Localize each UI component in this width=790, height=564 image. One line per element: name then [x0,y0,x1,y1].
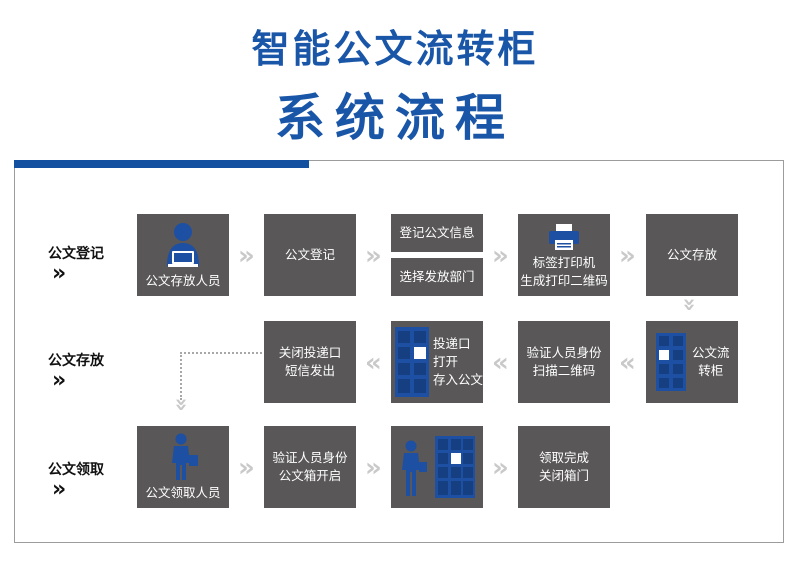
arrow-right-4: » [619,241,636,271]
box-open-slot: 投递口 打开 存入公文 [391,321,483,403]
box-open-slot-line3: 存入公文 [433,372,484,388]
box-label-printer: 标签打印机 生成打印二维码 [518,214,610,296]
arrow-right-7: » [492,453,509,483]
arrow-right-3: » [492,241,509,271]
arrow-down-2: » [168,397,194,412]
box-depositor: 公文存放人员 [137,214,229,296]
arrow-right-6: » [365,453,382,483]
arrow-left-1: « [365,348,382,378]
title-line-2: 系统流程 [275,89,515,147]
person-icon [172,433,198,480]
row-label-register: 公文登记 [48,246,104,262]
box-verify-open-line2: 公文箱开启 [278,468,342,483]
box-cabinet: 公文流 转柜 [646,321,738,403]
connector-line-vertical [180,352,182,400]
cabinet-icon [395,327,429,397]
box-open-slot-line1: 投递口 [433,335,471,351]
arrow-right-5: » [238,453,255,483]
box-register-info: 登记公文信息 [391,214,483,252]
arrow-left-2: « [492,348,509,378]
box-store-document-label: 公文存放 [666,246,717,262]
box-cabinet-line2: 转柜 [698,363,724,378]
box-complete-line1: 领取完成 [538,449,589,465]
box-label-printer-line2: 生成打印二维码 [520,272,608,288]
person-laptop-icon [167,222,199,267]
row-label-collect: 公文领取 [48,462,104,478]
box-store-document: 公文存放 [646,214,738,296]
box-cabinet-line1: 公文流 [692,344,730,360]
box-person-cabinet [391,426,483,508]
box-label-printer-line1: 标签打印机 [532,254,596,270]
arrow-right-2: » [365,241,382,271]
box-register-label: 公文登记 [284,246,335,262]
box-verify-open: 验证人员身份 公文箱开启 [264,426,356,508]
box-open-slot-line2: 打开 [433,353,459,369]
printer-icon [549,223,579,250]
row-chevron-register: » [52,261,67,286]
box-collector: 公文领取人员 [137,426,229,508]
accent-bar [14,160,309,168]
box-collector-label: 公文领取人员 [145,484,221,500]
box-close-slot-line2: 短信发出 [284,363,335,378]
arrow-down-1: » [676,297,702,312]
arrow-left-3: « [619,348,636,378]
box-scan-qr-line2: 扫描二维码 [532,363,596,378]
title-line-1: 智能公文流转柜 [251,27,539,71]
row-label-store: 公文存放 [48,353,104,369]
person-cabinet-icon [402,436,475,498]
box-close-slot: 关闭投递口 短信发出 [264,321,356,403]
box-register: 公文登记 [264,214,356,296]
connector-line-horizontal [180,352,262,354]
row-chevron-collect: » [52,477,67,502]
box-scan-qr-line1: 验证人员身份 [526,344,602,360]
box-complete: 领取完成 关闭箱门 [518,426,610,508]
box-depositor-label: 公文存放人员 [145,272,221,288]
box-complete-line2: 关闭箱门 [538,468,589,483]
box-scan-qr: 验证人员身份 扫描二维码 [518,321,610,403]
box-select-department: 选择发放部门 [391,258,483,296]
cabinet-icon [656,333,686,391]
box-close-slot-line1: 关闭投递口 [278,344,342,360]
box-verify-open-line1: 验证人员身份 [272,449,348,465]
row-chevron-store: » [52,368,67,393]
arrow-right-1: » [238,241,255,271]
box-register-info-label: 登记公文信息 [399,224,475,240]
box-select-department-label: 选择发放部门 [399,268,475,284]
